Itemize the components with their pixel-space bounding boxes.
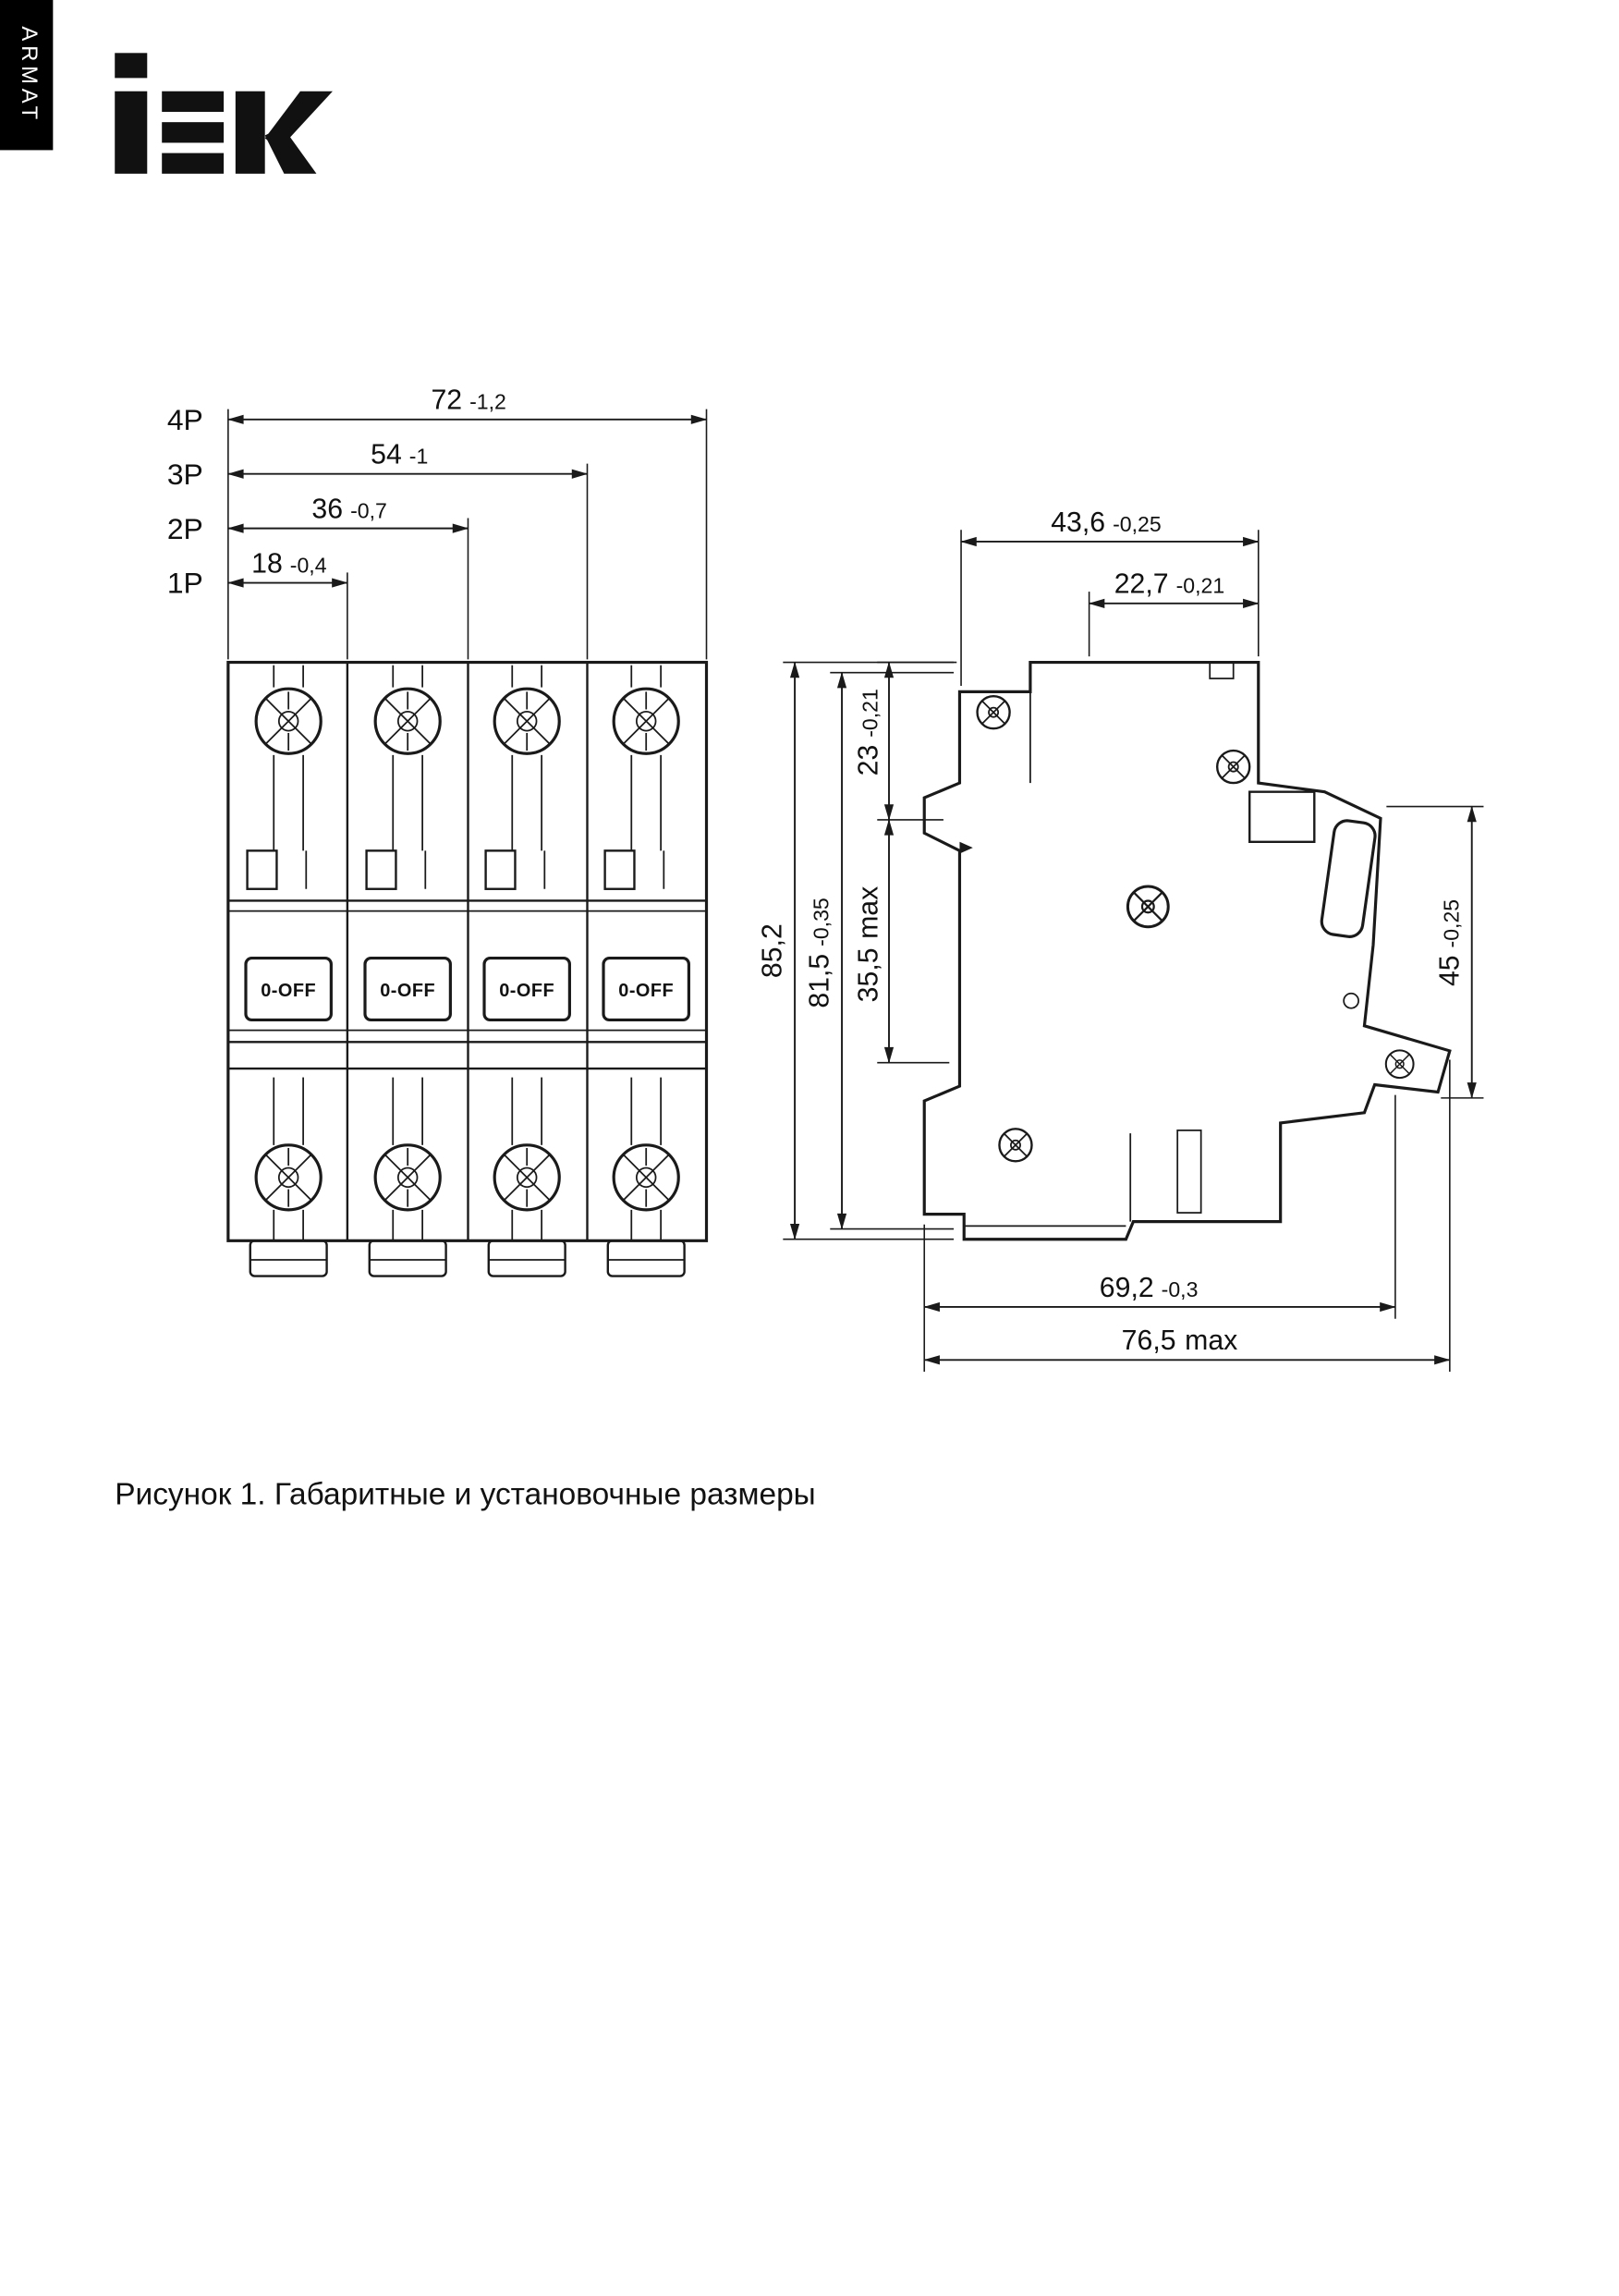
figure-caption: Рисунок 1. Габаритные и установочные раз… <box>115 1477 816 1511</box>
dim-4p: 4P 72 -1,2 <box>167 385 708 436</box>
dim-depth-front: 22,7 -0,21 <box>1088 569 1260 657</box>
dim-1p-value: 18 <box>251 548 283 579</box>
iek-logo <box>115 53 333 174</box>
brand-sidebar-label: ARMAT <box>17 26 42 124</box>
dim-top-offset-value: 23 <box>853 745 883 776</box>
dim-2p-tol: -0,7 <box>350 498 387 522</box>
brand-sidebar-bg <box>0 0 54 151</box>
front-extension-lines <box>227 409 708 660</box>
logo-e-bar1 <box>162 91 225 113</box>
dim-body-height-value: 81,5 <box>805 954 835 1008</box>
dim-top-offset: 23 -0,21 <box>853 661 957 821</box>
dim-body-height: 81,5 -0,35 <box>805 671 955 1230</box>
dim-rail-zone: 35,5 max <box>853 819 950 1064</box>
dim-max-depth-suffix: max <box>1185 1325 1237 1356</box>
logo-k-lower <box>264 126 317 174</box>
dim-2p-value: 36 <box>311 494 343 524</box>
dim-2p: 2P 36 -0,7 <box>167 494 469 545</box>
dim-depth-total-value: 43,6 <box>1051 507 1105 538</box>
dim-4p-value: 72 <box>431 385 462 416</box>
brand-sidebar: ARMAT <box>0 0 54 151</box>
breaker-side-profile <box>922 660 1452 1241</box>
dim-depth-total: 43,6 -0,25 <box>960 507 1260 687</box>
dim-total-height: 85,2 <box>758 661 955 1240</box>
dim-3p: 3P 54 -1 <box>167 440 589 491</box>
front-view: 4P 72 -1,2 3P 54 -1 2P 36 -0,7 1P 18 -0,… <box>167 385 709 1277</box>
logo-e-bar2 <box>162 122 225 143</box>
pole-label-3p: 3P <box>167 458 203 491</box>
dim-front-face-value: 45 <box>1434 955 1465 986</box>
pole-label-1p: 1P <box>167 567 203 600</box>
dim-front-face-tol: -0,25 <box>1439 899 1463 948</box>
breaker-front-body <box>226 660 709 1277</box>
side-view: 43,6 -0,25 22,7 -0,21 85,2 81,5 - <box>758 507 1484 1373</box>
dim-total-height-value: 85,2 <box>758 923 788 978</box>
dim-mount-depth-tol: -0,3 <box>1162 1277 1199 1301</box>
dim-front-face: 45 -0,25 <box>1386 805 1484 1099</box>
dim-max-depth: 76,5 max <box>923 1059 1451 1373</box>
dim-3p-value: 54 <box>371 440 402 470</box>
dim-mount-depth: 69,2 -0,3 <box>923 1094 1396 1373</box>
dim-top-offset-tol: -0,21 <box>858 689 882 738</box>
side-toggle-lever <box>1320 819 1377 938</box>
logo-i-dot <box>115 53 148 79</box>
dim-rail-zone-suffix: max <box>853 886 883 939</box>
dim-1p-tol: -0,4 <box>290 553 327 577</box>
dim-max-depth-value: 76,5 <box>1122 1325 1176 1356</box>
dim-body-height-tol: -0,35 <box>810 898 834 946</box>
dim-mount-depth-value: 69,2 <box>1100 1273 1154 1303</box>
pole-label-4p: 4P <box>167 403 203 436</box>
dim-4p-tol: -1,2 <box>469 390 506 414</box>
pole-label-2p: 2P <box>167 512 203 545</box>
logo-i-bar <box>115 91 148 174</box>
logo-e-bar3 <box>162 153 225 174</box>
dim-depth-front-tol: -0,21 <box>1176 574 1225 598</box>
logo-k-bar <box>235 91 265 174</box>
dim-1p: 1P 18 -0,4 <box>167 548 348 600</box>
dim-3p-tol: -1 <box>409 445 429 469</box>
dim-depth-front-value: 22,7 <box>1114 569 1169 600</box>
rail-marker <box>959 841 973 854</box>
dim-depth-total-tol: -0,25 <box>1113 512 1162 536</box>
dim-rail-zone-value: 35,5 <box>853 947 883 1002</box>
